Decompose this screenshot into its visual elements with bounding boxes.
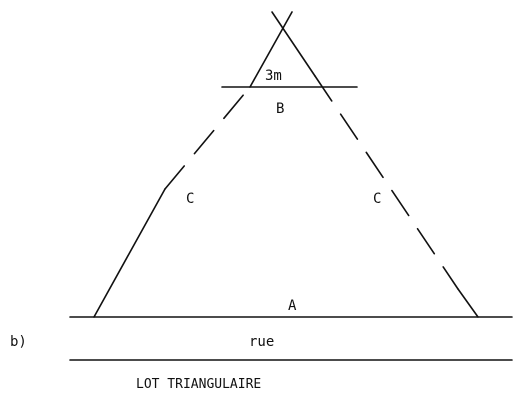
base-label: A [288,298,297,314]
top-width-label: 3m [265,68,282,84]
right-side-label: C [373,191,381,207]
part-label: b) [10,334,27,350]
street-label: rue [249,334,274,350]
top-label: B [276,101,284,117]
left-side-solid-segment [93,188,166,318]
left-side-top-segment [249,11,293,88]
figure-caption: LOT TRIANGULAIRE [136,377,261,392]
left-side-label: C [186,191,194,207]
right-side-top-segment [271,11,316,77]
left-side-dashed-segment [164,86,251,190]
right-side-bottom-segment [457,288,479,318]
right-side-dashed-segment [314,75,459,290]
